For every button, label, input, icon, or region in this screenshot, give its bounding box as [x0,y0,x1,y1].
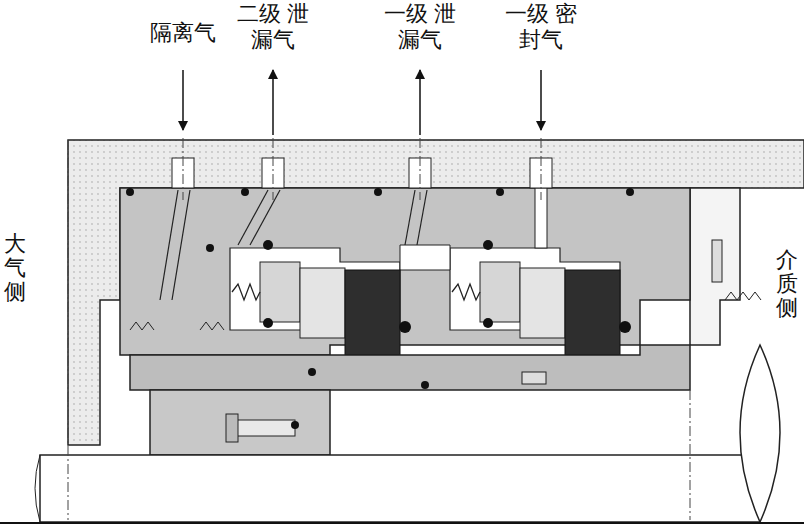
gas-label: 二级 泄漏气 [230,1,316,54]
side-label: 大气侧 [4,232,26,305]
side-label: 介质侧 [776,248,798,321]
gas-label: 一级 密封气 [498,1,584,54]
gas-label: 隔离气 [140,20,226,46]
gas-label: 一级 泄漏气 [377,1,463,54]
